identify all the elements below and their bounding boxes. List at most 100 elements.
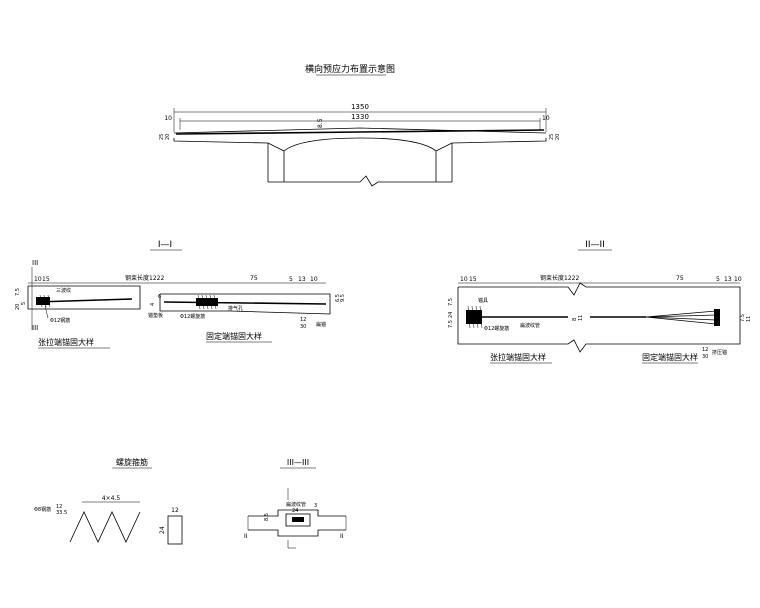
section1-label-exhaust: 排气孔 — [228, 305, 243, 312]
section1-marker-bottom: III — [32, 324, 38, 332]
section3-title: III—III — [287, 458, 309, 467]
section1-right-spiral — [196, 294, 218, 310]
section1-caption-right: 固定端锚固大样 — [206, 331, 262, 341]
section1-title: I—I — [158, 240, 172, 250]
deck-underside-left — [173, 138, 285, 152]
section2-dim-f: 10 — [734, 276, 742, 283]
section2-label-duct: 扁波纹管 — [520, 322, 540, 329]
section3-label: 扁波纹管 — [286, 501, 306, 508]
dim-edge-right: 10 — [542, 115, 550, 122]
section2-dim-right-1: 11 — [746, 316, 752, 322]
section1-dim-left-2: 5 — [21, 302, 27, 305]
section1-label-rib: 扁锚 — [316, 321, 326, 328]
section1-dim-left-1: 7.5 — [15, 288, 21, 296]
section3-dim-0: 24 — [292, 508, 298, 514]
section1-dim-bottom-0: 12 — [300, 317, 306, 323]
dim-total: 1350 — [351, 103, 369, 111]
section3-strands — [292, 517, 304, 522]
section1-label-rebar: Φ12钢筋 — [50, 317, 70, 324]
spiral-label: Φ8钢筋 — [34, 506, 51, 513]
section2-dim-d: 5 — [716, 276, 720, 283]
section1-dim-length: 钢束长度1222 — [125, 274, 164, 282]
main-cross-section: 横向预应力布置示意图 1350 1330 10 10 8.5 25 20 25 … — [159, 63, 561, 187]
spiral-rect-section — [167, 515, 183, 545]
section2-dim-right-0: 7.5 — [740, 314, 746, 322]
section3-marker-left: II — [244, 533, 248, 540]
section3-top — [248, 509, 346, 517]
section2-left-anchor — [466, 305, 483, 329]
spiral-rebar-detail: 螺旋箍筋 4×4.5 12 33.5 Φ8钢筋 12 24 — [34, 457, 183, 545]
dim-left-b: 20 — [165, 134, 171, 140]
dim-left-a: 25 — [159, 134, 165, 140]
section1-label-spiral: 三波纹 — [56, 287, 71, 294]
section1-caption-left: 张拉端锚固大样 — [38, 337, 94, 347]
section2-dim-c: 75 — [676, 275, 684, 282]
section1-label-anchor-plate: 锚垫板 — [148, 312, 163, 319]
main-title: 横向预应力布置示意图 — [305, 63, 395, 75]
section2-caption-right: 固定端锚固大样 — [642, 352, 698, 362]
section1-left-anchor — [36, 294, 51, 308]
section2-outline — [457, 282, 741, 353]
spiral-dim-0: 12 — [56, 504, 62, 510]
section1-dim-b: 15 — [42, 276, 50, 283]
section-2: II—II 10 15 钢束长度1222 75 5 13 10 7.5 24 7… — [448, 240, 752, 364]
dim-mid: 8.5 — [317, 118, 324, 128]
section2-dim-left-0: 7.5 — [448, 320, 454, 328]
section1-dim-a: 10 — [34, 276, 42, 283]
section3-bottom — [248, 529, 346, 537]
section1-dim-mid-0: 4 — [150, 303, 156, 306]
section1-leader-rebar — [44, 305, 49, 319]
section2-label-rebar: Φ12螺旋筋 — [484, 325, 509, 332]
spiral-pitch: 4×4.5 — [102, 495, 121, 502]
spiral-rect-w: 12 — [171, 507, 179, 514]
section2-dim-mid-1: 11 — [578, 315, 584, 321]
section2-label-anchor: 锚具 — [478, 297, 488, 304]
prestress-tendon — [175, 129, 545, 135]
dim-right-a: 25 — [549, 134, 555, 140]
section1-dim-right-0: 6.5 — [335, 294, 341, 302]
section2-dim-e: 13 — [724, 276, 732, 283]
deck-underside-right — [435, 138, 547, 152]
section2-dim-bottom-1: 30 — [702, 354, 708, 360]
section2-dim-mid-0: 8 — [572, 318, 578, 321]
box-bottom-break — [268, 175, 452, 187]
section3-marker-right: II — [340, 533, 344, 540]
section1-left-tendon — [35, 298, 133, 303]
section1-right-outline — [159, 293, 331, 315]
section2-dim-bottom-0: 12 — [702, 347, 708, 353]
section1-dim-c: 75 — [250, 275, 258, 282]
section2-caption-left: 张拉端锚固大样 — [490, 352, 546, 362]
dim-edge-left: 10 — [164, 115, 172, 122]
dim-right-b: 20 — [555, 134, 561, 140]
dim-inner: 1330 — [351, 113, 369, 121]
section-1: I—I III III 10 15 钢束长度1222 75 5 13 10 20… — [15, 240, 346, 349]
section3-dim-2: 8.5 — [264, 513, 270, 521]
section1-label-rebar2: Φ12螺旋筋 — [180, 313, 205, 320]
section1-left-outline — [27, 285, 141, 310]
box-inner-void — [283, 137, 437, 182]
spiral-dim-1: 33.5 — [56, 510, 67, 516]
section2-dim-a: 10 — [460, 276, 468, 283]
section1-dim-d: 5 — [289, 276, 293, 283]
section1-dim-bottom-1: 30 — [300, 324, 306, 330]
section1-right-tendon — [163, 301, 327, 305]
section-3: III—III 扁波纹管 24 3 8.5 II II — [244, 458, 347, 549]
spiral-title: 螺旋箍筋 — [116, 457, 148, 467]
section2-dim-b: 15 — [469, 276, 477, 283]
section1-dim-left-0: 20 — [15, 304, 21, 310]
section3-duct — [285, 513, 311, 527]
section1-marker-top: III — [32, 259, 38, 267]
section2-title: II—II — [585, 240, 605, 250]
section2-dim-left-2: 7.5 — [448, 298, 454, 306]
section2-label-tail: 挤压锚 — [712, 349, 727, 356]
section1-dim-mid-1: 6 — [158, 294, 161, 300]
spiral-rect-h: 24 — [159, 526, 166, 534]
section1-dim-f: 10 — [310, 276, 318, 283]
section2-fan-strands — [645, 309, 720, 326]
section2-dim-length: 钢束长度1222 — [540, 274, 579, 282]
section1-dim-right-1: 9.5 — [340, 294, 346, 302]
spiral-zigzag — [69, 511, 141, 543]
section3-dim-1: 3 — [314, 503, 317, 509]
section2-dim-left-1: 24 — [448, 312, 454, 318]
